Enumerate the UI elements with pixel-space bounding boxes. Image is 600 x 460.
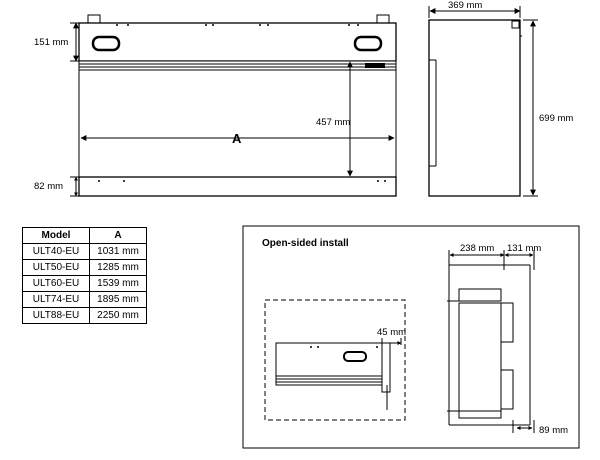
bottom-right-label: 89 mm — [539, 425, 568, 436]
a-cell: 1895 mm — [89, 291, 147, 308]
side-view — [428, 19, 522, 197]
model-cell: ULT88-EU — [22, 307, 90, 324]
column-header-model: Model — [22, 227, 90, 244]
a-cell: 1031 mm — [89, 243, 147, 260]
width-a-label: A — [232, 131, 242, 146]
table-row: ULT74-EU 1895 mm — [22, 291, 147, 308]
total-height-label: 699 mm — [539, 113, 573, 124]
bottom-height-label: 82 mm — [34, 181, 63, 192]
a-cell: 1539 mm — [89, 275, 147, 292]
model-cell: ULT60-EU — [22, 275, 90, 292]
depth-label: 369 mm — [448, 0, 482, 11]
table-header-row: Model A — [22, 227, 147, 244]
model-cell: ULT40-EU — [22, 243, 90, 260]
opening-height-label: 457 mm — [316, 117, 350, 128]
model-cell: ULT50-EU — [22, 259, 90, 276]
top-height-label: 151 mm — [34, 37, 68, 48]
open-sided-title: Open-sided install — [262, 238, 349, 249]
column-header-a: A — [89, 227, 147, 244]
a-cell: 2250 mm — [89, 307, 147, 324]
top-width-label: 238 mm — [460, 243, 494, 254]
model-cell: ULT74-EU — [22, 291, 90, 308]
table-row: ULT50-EU 1285 mm — [22, 259, 147, 276]
front-view — [78, 14, 397, 197]
table-row: ULT40-EU 1031 mm — [22, 243, 147, 260]
offset-side-label: 45 mm — [377, 327, 406, 338]
top-right-label: 131 mm — [507, 243, 541, 254]
table-row: ULT88-EU 2250 mm — [22, 307, 147, 324]
model-table: Model A ULT40-EU 1031 mm ULT50-EU 1285 m… — [22, 227, 147, 324]
a-cell: 1285 mm — [89, 259, 147, 276]
table-row: ULT60-EU 1539 mm — [22, 275, 147, 292]
open-sided-panel: Open-sided install 45 mm — [242, 225, 580, 449]
